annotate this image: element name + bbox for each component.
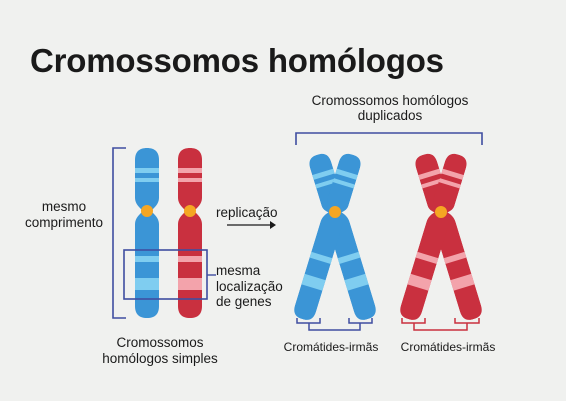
centromere-dot [141,205,153,217]
sister-chromatids-red-bracket [401,318,480,331]
duplicated-bracket [295,132,483,145]
centromere-dot [329,206,341,218]
gene-location-line3: de genes [216,294,272,309]
centromere-dot [435,206,447,218]
duplicated-red-chromosome [397,151,485,323]
simple-blue-chromosome [135,148,159,318]
same-length-line1: mesmo [41,199,87,214]
red-chromatid-left [412,151,485,323]
same-length-label: mesmo comprimento [4,199,124,231]
duplicated-homologs-label: Cromossomos homólogos duplicados [290,93,490,123]
centromere-dot [184,205,196,217]
same-length-bracket [112,147,126,319]
simple-red-chromosome [178,148,202,318]
page-title: Cromossomos homólogos [30,42,444,79]
simple-homologs-label: Cromossomos homólogos simples [90,335,230,367]
gene-location-line1: mesma [216,263,261,278]
blue-chromatid-left [306,151,379,323]
sister-chromatids-blue-bracket [296,318,373,331]
gene-location-line2: localização [216,278,283,294]
simple-label-line1: Cromossomos [116,335,204,350]
same-length-line2: comprimento [24,215,104,230]
simple-label-line2: homólogos simples [102,351,218,366]
replication-arrow [227,221,276,229]
sister-chromatids-red-label: Cromátides-irmãs [400,340,496,354]
blue-chromatid-right [291,151,364,323]
sister-chromatids-blue-label: Cromátides-irmãs [283,340,379,354]
replication-label: replicação [216,205,278,220]
red-chromatid-right [397,151,470,323]
gene-location-label: mesma localização de genes [216,263,316,310]
duplicated-label-line2: duplicados [357,108,423,123]
duplicated-label-line1: Cromossomos homólogos [311,93,469,108]
duplicated-blue-chromosome [291,151,379,323]
